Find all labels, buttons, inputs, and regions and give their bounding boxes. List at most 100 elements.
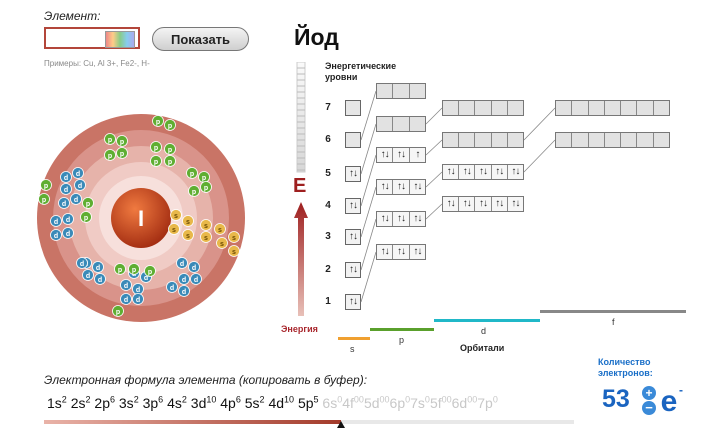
orbital-cell bbox=[409, 117, 425, 131]
orbital-cell bbox=[507, 133, 524, 147]
formula-count: 00 bbox=[441, 394, 452, 404]
orbital-cell bbox=[637, 101, 654, 115]
formula-count: 0 bbox=[405, 394, 411, 404]
formula-term: 2p6 bbox=[94, 394, 115, 411]
electron-label: d bbox=[136, 297, 140, 304]
orbitals-label: Орбитали bbox=[460, 343, 505, 353]
formula-orbital: 4s bbox=[167, 394, 182, 411]
electron-s bbox=[200, 231, 212, 243]
s-orbital-box bbox=[345, 100, 361, 116]
formula-orbital: 2s bbox=[70, 394, 86, 411]
electron-label: d bbox=[66, 217, 70, 224]
formula-count: 6 bbox=[109, 394, 115, 404]
formula-orbital: 7p bbox=[477, 394, 493, 411]
electron-icon[interactable]: + − e - bbox=[640, 383, 684, 417]
orbital-cell bbox=[459, 133, 476, 147]
s-orbital-box: ↑↓ bbox=[345, 229, 361, 245]
electron-label: s bbox=[172, 227, 176, 234]
electron-label: d bbox=[86, 273, 90, 280]
formula-term: 5p5 bbox=[298, 394, 319, 411]
electron-label: s bbox=[204, 223, 208, 230]
electron-s bbox=[168, 223, 180, 235]
formula-count: 2 bbox=[61, 394, 67, 404]
formula-term: 5s2 bbox=[244, 394, 265, 411]
electron-d bbox=[72, 167, 84, 179]
electron-label: s bbox=[186, 233, 190, 240]
electron-label: d bbox=[182, 289, 186, 296]
electron-formula[interactable]: 1s2 2s2 2p6 3s2 3p6 4s2 3d10 4p6 5s2 4d1… bbox=[47, 394, 498, 411]
electron-s bbox=[214, 223, 226, 235]
formula-orbital: 3p bbox=[142, 394, 159, 411]
orbital-cell bbox=[475, 101, 492, 115]
electron-d bbox=[50, 229, 62, 241]
f-orbital-row bbox=[555, 100, 670, 116]
electron-d bbox=[92, 261, 104, 273]
s-orbital-box: ↑↓ bbox=[345, 198, 361, 214]
formula-orbital: 6d bbox=[451, 394, 468, 411]
electron-p bbox=[144, 265, 156, 277]
electron-p bbox=[164, 143, 176, 155]
electron-d bbox=[50, 215, 62, 227]
orbital-cell bbox=[393, 84, 410, 98]
nucleus bbox=[111, 188, 171, 248]
formula-count: 2 bbox=[133, 394, 139, 404]
electron-label: d bbox=[194, 277, 198, 284]
element-name: Йод bbox=[294, 24, 339, 50]
orbital-cell: ↑↓ bbox=[459, 165, 476, 179]
electron-label: d bbox=[182, 277, 186, 284]
s-orbital-box: ↑↓ bbox=[345, 262, 361, 278]
electron-label: d bbox=[66, 231, 70, 238]
orbital-cell: ↑↓ bbox=[491, 197, 508, 211]
orbital-connectors bbox=[360, 90, 556, 303]
formula-count: 0 bbox=[492, 394, 498, 404]
d-bar bbox=[434, 319, 540, 322]
electron-label: s bbox=[218, 227, 222, 234]
electron-label: s bbox=[232, 235, 236, 242]
orbital-cell bbox=[556, 101, 573, 115]
formula-count: 00 bbox=[467, 394, 478, 404]
element-input-box[interactable] bbox=[44, 27, 140, 49]
formula-count: 0 bbox=[337, 394, 343, 404]
periodic-table-icon[interactable] bbox=[105, 31, 135, 48]
formula-orbital: 7s bbox=[410, 394, 425, 411]
connector-line bbox=[360, 186, 377, 238]
formula-orbital: 2p bbox=[94, 394, 110, 411]
orbital-cell bbox=[637, 133, 654, 147]
electron-label: p bbox=[168, 147, 172, 154]
electron-p bbox=[80, 211, 92, 223]
electron-label: d bbox=[136, 287, 140, 294]
formula-orbital: 4f bbox=[342, 394, 354, 411]
electron-count-label: Количество электронов: bbox=[598, 357, 653, 379]
level-6: 6 bbox=[325, 134, 331, 145]
f-bar bbox=[540, 310, 686, 313]
connector-line bbox=[360, 123, 377, 175]
svg-text:+: + bbox=[645, 386, 652, 400]
s-orbital-box bbox=[345, 132, 361, 148]
formula-count: 2 bbox=[181, 394, 187, 404]
electron-label: p bbox=[86, 201, 90, 208]
electron-label: d bbox=[170, 285, 174, 292]
level-3: 3 bbox=[325, 231, 331, 242]
electron-p bbox=[116, 147, 128, 159]
s-label: s bbox=[350, 344, 355, 354]
electron-label: d bbox=[74, 197, 78, 204]
formula-orbital: 5s bbox=[244, 394, 260, 411]
energy-label: Энергия bbox=[281, 324, 318, 334]
f-orbital-row bbox=[555, 132, 670, 148]
connector-line bbox=[425, 107, 443, 125]
electron-label: p bbox=[132, 267, 136, 274]
electron-label: d bbox=[124, 283, 128, 290]
level-1: 1 bbox=[325, 296, 331, 307]
formula-count: 6 bbox=[158, 394, 164, 404]
show-button[interactable]: Показать bbox=[152, 27, 249, 51]
orbital-cell bbox=[377, 84, 394, 98]
electron-label: p bbox=[148, 269, 152, 276]
electron-label: p bbox=[154, 159, 158, 166]
orbital-cell bbox=[572, 133, 589, 147]
electron-label: d bbox=[192, 265, 196, 272]
electron-s bbox=[170, 209, 182, 221]
electron-label: d bbox=[62, 201, 66, 208]
element-input[interactable] bbox=[50, 30, 114, 48]
energy-levels-title: Энергетические уровни bbox=[325, 61, 396, 83]
